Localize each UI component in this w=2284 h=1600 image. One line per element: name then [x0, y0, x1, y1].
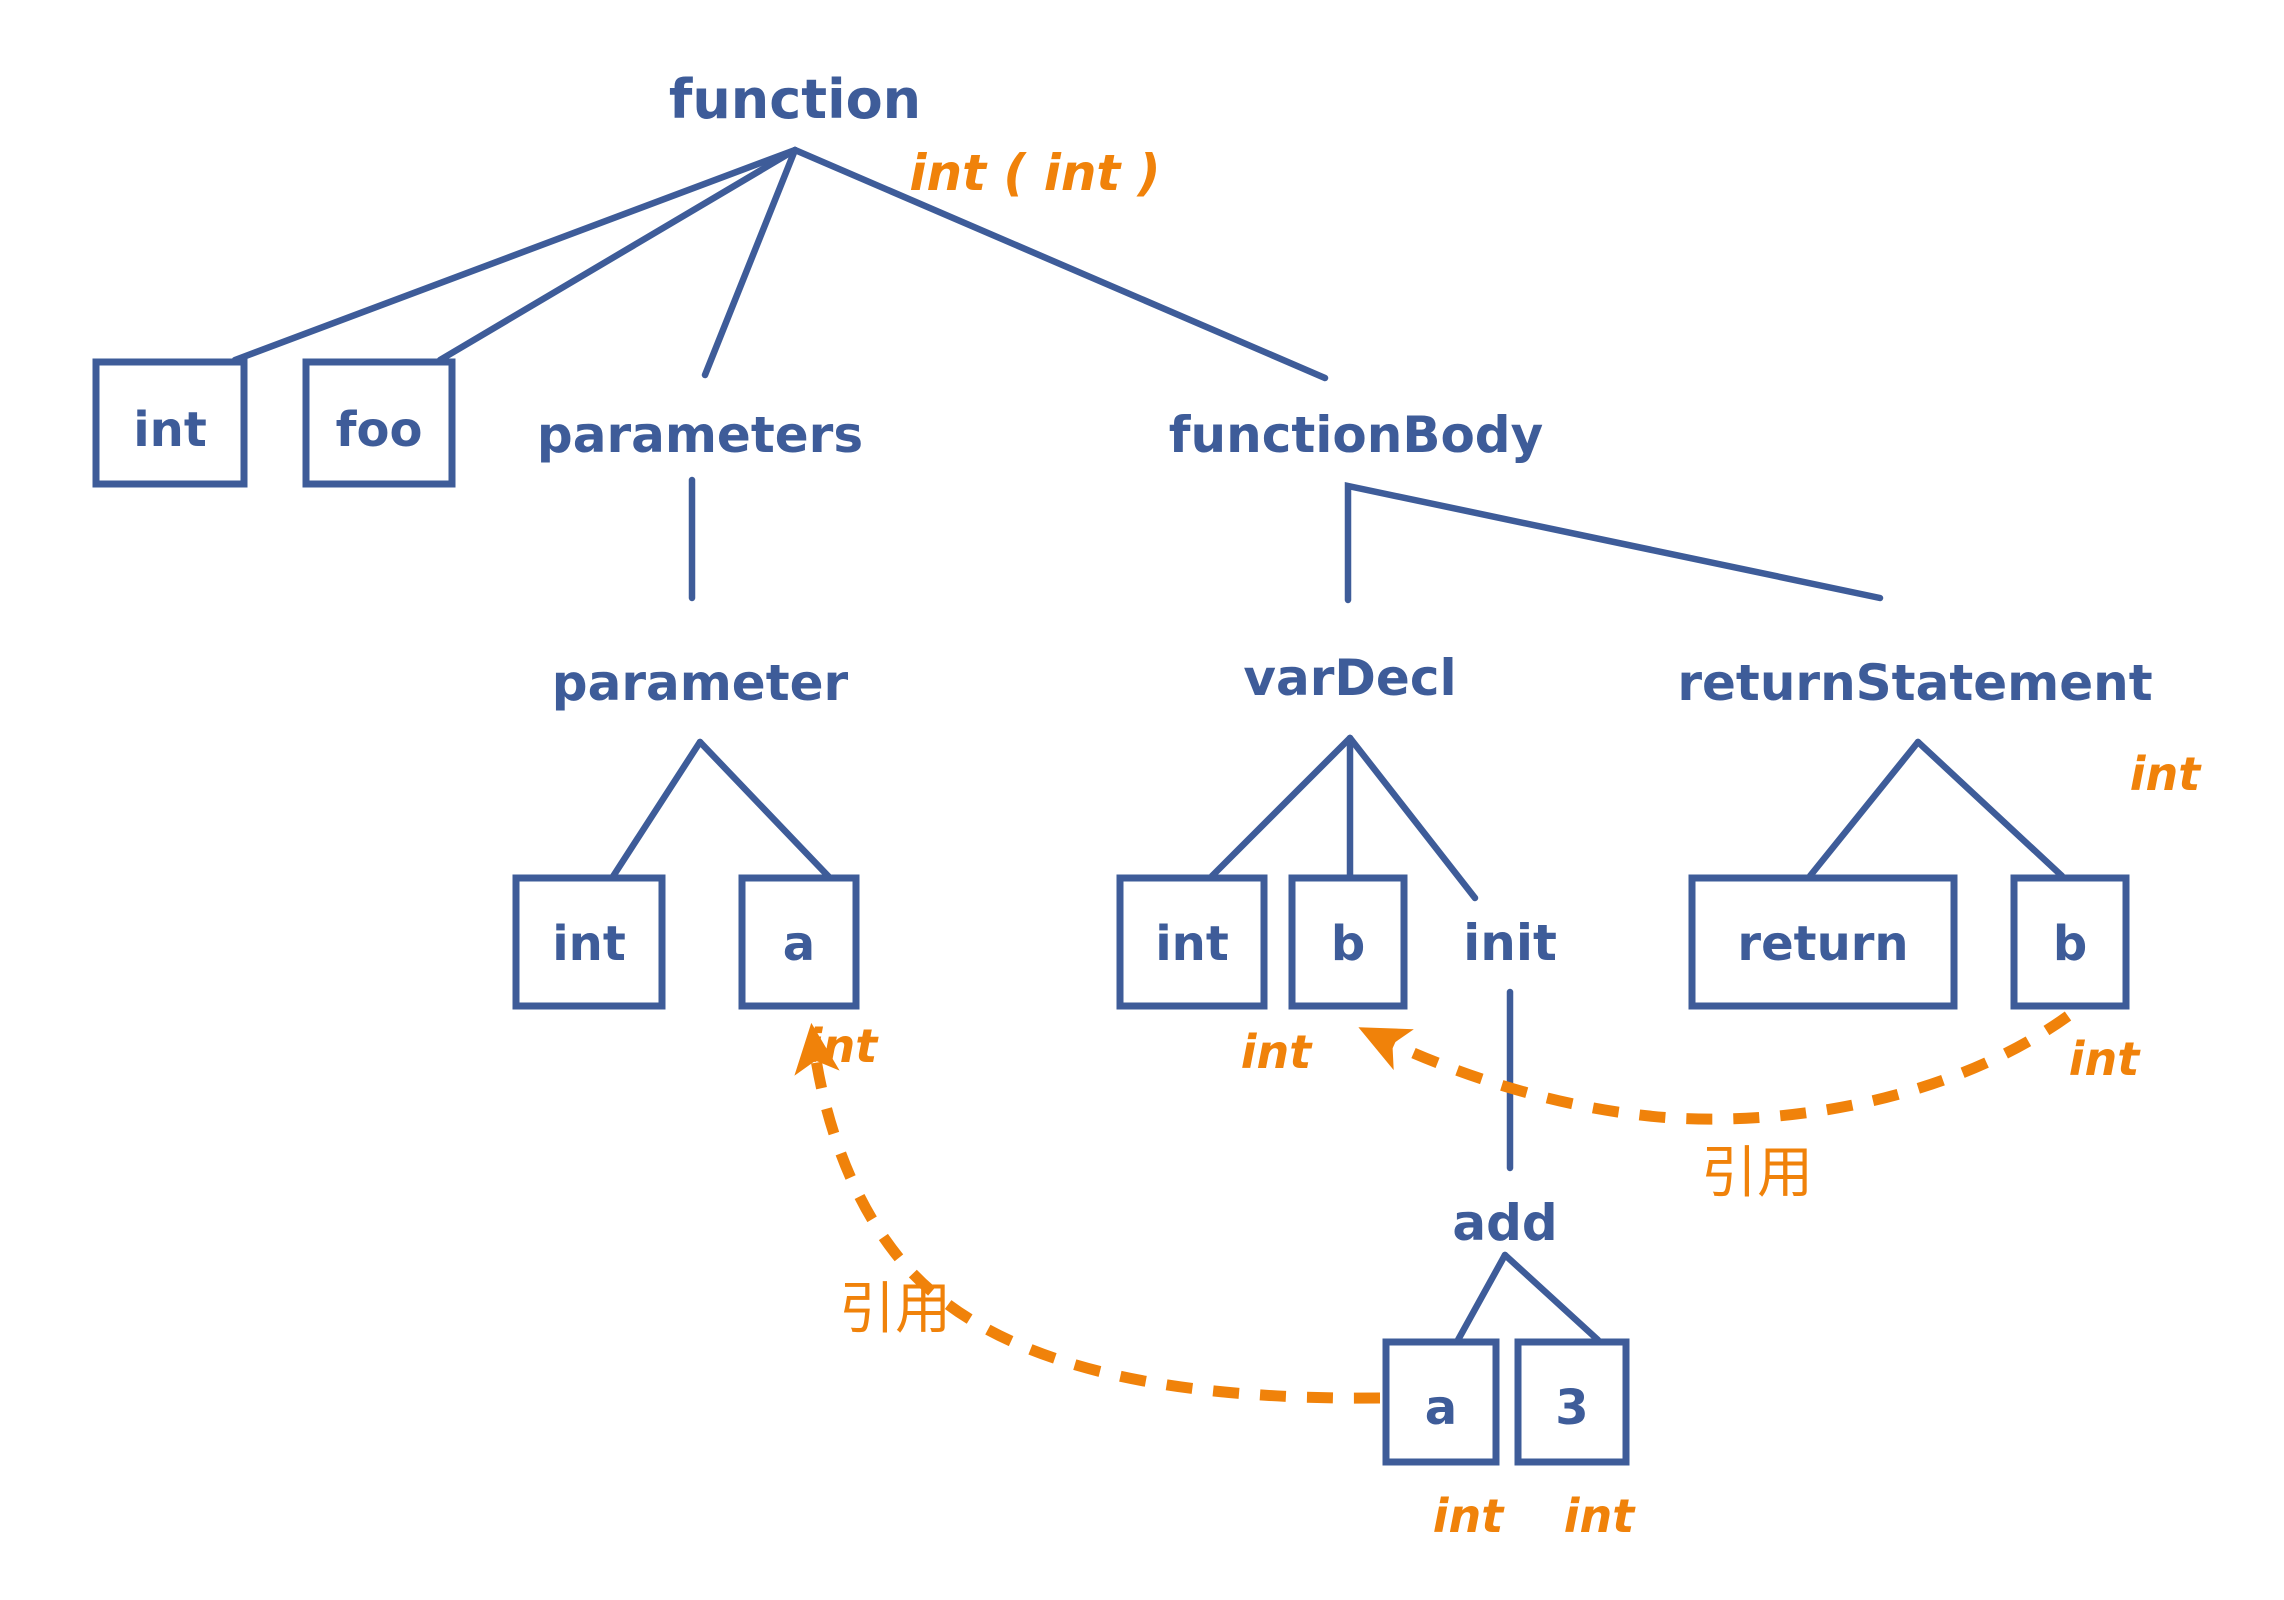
annotation-add-a-type: int — [1433, 1489, 1506, 1543]
node-box-int-keyword — [92, 358, 248, 488]
edge-vardecl-int — [1208, 734, 1354, 880]
node-label-parameter: parameter — [552, 654, 849, 712]
node-box-decl-b — [1288, 874, 1408, 1010]
edge-function-int — [231, 146, 799, 364]
edge-add-a — [1454, 1251, 1509, 1344]
reference-arrow-return-b-to-decl-b — [1358, 1011, 2072, 1125]
node-label-add: add — [1452, 1194, 1557, 1252]
reference-label-right: 引用 — [1701, 1141, 1813, 1206]
node-box-param-int — [512, 874, 666, 1010]
edge-function-parameters — [701, 146, 799, 379]
node-label-parameters: parameters — [537, 406, 863, 464]
node-box-param-a — [738, 874, 860, 1010]
node-label-vardecl: varDecl — [1243, 649, 1456, 707]
edge-functionbody-children — [1344, 481, 1884, 604]
node-label-decl-b: b — [1331, 916, 1365, 972]
node-label-returnstatement: returnStatement — [1677, 654, 2152, 712]
node-box-add-a — [1382, 1338, 1500, 1466]
node-label-int-keyword: int — [133, 402, 207, 458]
node-labels: function int foo parameters functionBody… — [133, 68, 2152, 1436]
edge-parameter-int — [608, 738, 704, 882]
edge-returnstatement-b — [1914, 738, 2066, 880]
edge-parameter-a — [696, 738, 834, 882]
node-label-foo: foo — [336, 402, 423, 458]
type-annotations: int ( int ) int int int int int int — [807, 144, 2203, 1543]
node-box-return — [1688, 874, 1958, 1010]
edge-function-functionbody — [791, 146, 1329, 382]
annotation-function-type: int ( int ) — [909, 144, 1160, 202]
node-boxes — [92, 358, 2130, 1466]
node-label-add-a: a — [1425, 1380, 1457, 1436]
node-label-init: init — [1463, 914, 1557, 972]
node-box-decl-int — [1116, 874, 1268, 1010]
annotation-add-3-type: int — [1564, 1489, 1637, 1543]
annotation-return-b-type: int — [2069, 1032, 2142, 1086]
edge-function-foo — [436, 146, 799, 364]
reference-label-left: 引用 — [839, 1277, 951, 1342]
annotation-returnstatement-type: int — [2130, 747, 2203, 801]
edge-returnstatement-return — [1806, 738, 1922, 880]
annotation-decl-b-type: int — [1241, 1025, 1314, 1079]
edge-vardecl-init — [1346, 734, 1479, 902]
node-label-functionbody: functionBody — [1169, 406, 1543, 464]
node-label-function: function — [669, 68, 921, 131]
tree-edges — [231, 146, 2066, 1344]
node-label-add-3: 3 — [1555, 1380, 1588, 1436]
edge-add-3 — [1501, 1251, 1602, 1344]
reference-arrow-add-a-to-param-a — [794, 1022, 1381, 1404]
node-box-return-b — [2010, 874, 2130, 1010]
node-label-param-int: int — [552, 916, 626, 972]
node-label-decl-int: int — [1155, 916, 1229, 972]
reference-arrows: 引用 引用 — [794, 1011, 2072, 1404]
node-box-add-3 — [1514, 1338, 1630, 1466]
node-label-return-b: b — [2053, 916, 2087, 972]
node-label-param-a: a — [783, 916, 815, 972]
node-label-return: return — [1737, 916, 1908, 972]
node-box-foo — [302, 358, 456, 488]
